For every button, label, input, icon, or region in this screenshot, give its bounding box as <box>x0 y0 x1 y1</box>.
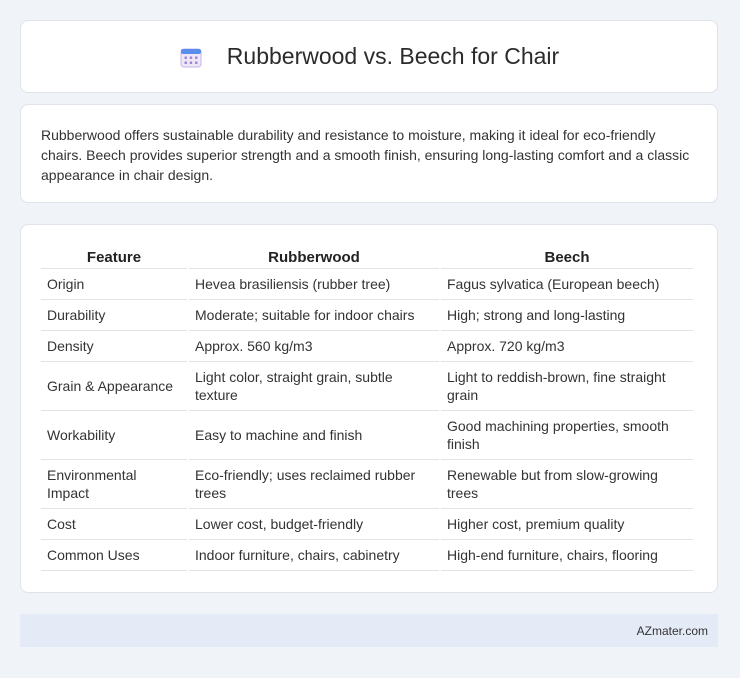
feature-cell: Density <box>41 331 187 362</box>
beech-cell: Approx. 720 kg/m3 <box>441 331 693 362</box>
comparison-table: Feature Rubberwood Beech Origin Hevea br… <box>39 245 695 571</box>
feature-cell: Environmental Impact <box>41 460 187 509</box>
table-row: Workability Easy to machine and finish G… <box>41 411 693 460</box>
page-title: Rubberwood vs. Beech for Chair <box>226 43 560 69</box>
table-row: Cost Lower cost, budget-friendly Higher … <box>41 509 693 540</box>
feature-cell: Grain & Appearance <box>41 362 187 411</box>
feature-cell: Workability <box>41 411 187 460</box>
beech-cell: Higher cost, premium quality <box>441 509 693 540</box>
feature-cell: Cost <box>41 509 187 540</box>
table-row: Grain & Appearance Light color, straight… <box>41 362 693 411</box>
calendar-icon <box>179 45 203 69</box>
header-feature: Feature <box>41 245 187 269</box>
header-rubberwood: Rubberwood <box>189 245 439 269</box>
table-row: Durability Moderate; suitable for indoor… <box>41 300 693 331</box>
intro-card: Rubberwood offers sustainable durability… <box>20 104 718 203</box>
beech-cell: Light to reddish-brown, fine straight gr… <box>441 362 693 411</box>
table-row: Environmental Impact Eco-friendly; uses … <box>41 460 693 509</box>
intro-text: Rubberwood offers sustainable durability… <box>41 127 690 183</box>
table-row: Origin Hevea brasiliensis (rubber tree) … <box>41 269 693 300</box>
beech-cell: Fagus sylvatica (European beech) <box>441 269 693 300</box>
beech-cell: Good machining properties, smooth finish <box>441 411 693 460</box>
beech-cell: Renewable but from slow-growing trees <box>441 460 693 509</box>
table-row: Density Approx. 560 kg/m3 Approx. 720 kg… <box>41 331 693 362</box>
feature-cell: Common Uses <box>41 540 187 571</box>
feature-cell: Durability <box>41 300 187 331</box>
rubberwood-cell: Indoor furniture, chairs, cabinetry <box>189 540 439 571</box>
rubberwood-cell: Eco-friendly; uses reclaimed rubber tree… <box>189 460 439 509</box>
rubberwood-cell: Moderate; suitable for indoor chairs <box>189 300 439 331</box>
footer-brand[interactable]: AZmater.com <box>636 623 708 638</box>
rubberwood-cell: Approx. 560 kg/m3 <box>189 331 439 362</box>
comparison-card: Feature Rubberwood Beech Origin Hevea br… <box>20 224 718 593</box>
table-header-row: Feature Rubberwood Beech <box>41 245 693 269</box>
rubberwood-cell: Hevea brasiliensis (rubber tree) <box>189 269 439 300</box>
title-card: Rubberwood vs. Beech for Chair <box>20 20 718 93</box>
feature-cell: Origin <box>41 269 187 300</box>
beech-cell: High-end furniture, chairs, flooring <box>441 540 693 571</box>
rubberwood-cell: Light color, straight grain, subtle text… <box>189 362 439 411</box>
rubberwood-cell: Easy to machine and finish <box>189 411 439 460</box>
header-beech: Beech <box>441 245 693 269</box>
rubberwood-cell: Lower cost, budget-friendly <box>189 509 439 540</box>
beech-cell: High; strong and long-lasting <box>441 300 693 331</box>
table-row: Common Uses Indoor furniture, chairs, ca… <box>41 540 693 571</box>
footer: AZmater.com <box>20 614 718 647</box>
